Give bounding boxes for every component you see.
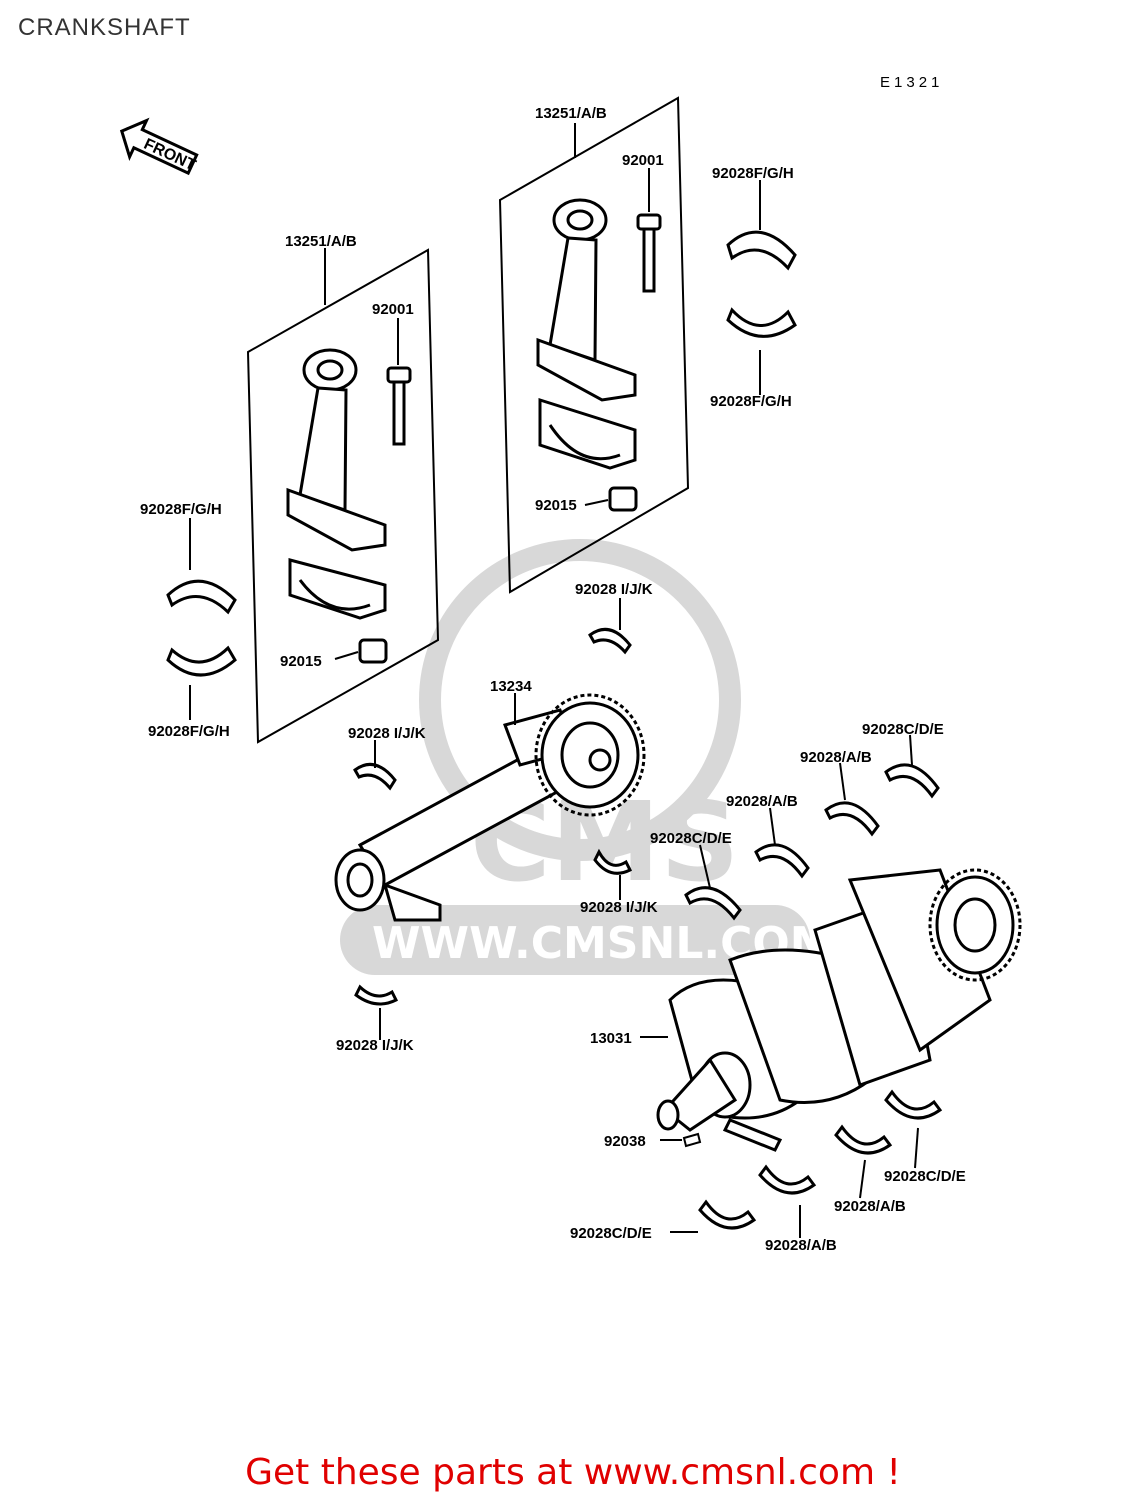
callout-92038: 92038 — [604, 1133, 646, 1150]
callout-labels: 13251/A/B 92001 92015 92028F/G/H 92028F/… — [140, 105, 966, 1254]
balancer-shaft — [334, 701, 640, 922]
key-92038 — [682, 1132, 702, 1148]
crankshaft-gear — [928, 868, 1022, 982]
connecting-rod-right — [536, 198, 637, 470]
callout-92028cde-1: 92028C/D/E — [650, 830, 732, 847]
callout-92028cde-2: 92028C/D/E — [862, 721, 944, 738]
callout-92028ab-2: 92028/A/B — [800, 749, 872, 766]
callout-92028ijk-2: 92028 I/J/K — [348, 725, 426, 742]
bearing-shells — [166, 230, 943, 1230]
callout-92001-left: 92001 — [372, 301, 414, 318]
callout-92028ab-3: 92028/A/B — [834, 1198, 906, 1215]
callout-92028ab-1: 92028/A/B — [726, 793, 798, 810]
callout-13251-left: 13251/A/B — [285, 233, 357, 250]
conrod-panel-right — [498, 96, 690, 594]
callout-92015-left: 92015 — [280, 653, 322, 670]
callout-13234: 13234 — [490, 678, 532, 695]
callout-13251-right: 13251/A/B — [535, 105, 607, 122]
crankshaft — [656, 868, 1015, 1152]
nut-92015-left — [358, 638, 388, 664]
page-title: CRANKSHAFT — [18, 14, 191, 41]
callout-92015-right: 92015 — [535, 497, 577, 514]
crankshaft-diagram: CMS WWW.CMSNL.COM FRONT — [119, 96, 1022, 1254]
callout-92028fgh-1: 92028F/G/H — [140, 501, 222, 518]
promo-banner[interactable]: Get these parts at www.cmsnl.com ! — [245, 1452, 901, 1493]
bolt-92001-left — [386, 366, 412, 446]
callout-92028cde-3: 92028C/D/E — [884, 1168, 966, 1185]
callout-92028fgh-4: 92028F/G/H — [710, 393, 792, 410]
callout-92028fgh-3: 92028F/G/H — [712, 165, 794, 182]
callout-92028ab-4: 92028/A/B — [765, 1237, 837, 1254]
conrod-panel-left — [246, 248, 440, 744]
callout-92028cde-4: 92028C/D/E — [570, 1225, 652, 1242]
callout-92028ijk-3: 92028 I/J/K — [580, 899, 658, 916]
leader-lines — [189, 123, 919, 1238]
callout-92028ijk-4: 92028 I/J/K — [336, 1037, 414, 1054]
bolt-92001-right — [636, 213, 662, 293]
balancer-gear — [534, 693, 646, 817]
callout-92001-right: 92001 — [622, 152, 664, 169]
callout-13031: 13031 — [590, 1030, 632, 1047]
connecting-rod-left — [286, 348, 387, 620]
nut-92015-right — [608, 486, 638, 512]
front-arrow-icon: FRONT — [119, 117, 199, 176]
diagram-code: E1321 — [880, 74, 944, 91]
callout-92028fgh-2: 92028F/G/H — [148, 723, 230, 740]
callout-92028ijk-1: 92028 I/J/K — [575, 581, 653, 598]
